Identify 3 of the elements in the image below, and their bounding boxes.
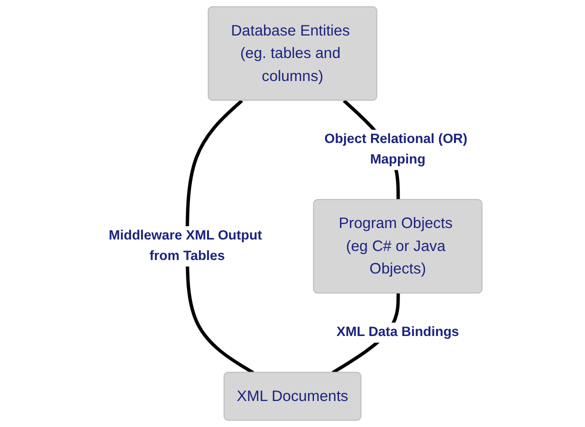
- edge-label: Object Relational (OR) Mapping: [324, 132, 468, 167]
- edge-label: XML Data Bindings: [336, 325, 460, 340]
- edge-label: Middleware XML Output from Tables: [108, 228, 262, 264]
